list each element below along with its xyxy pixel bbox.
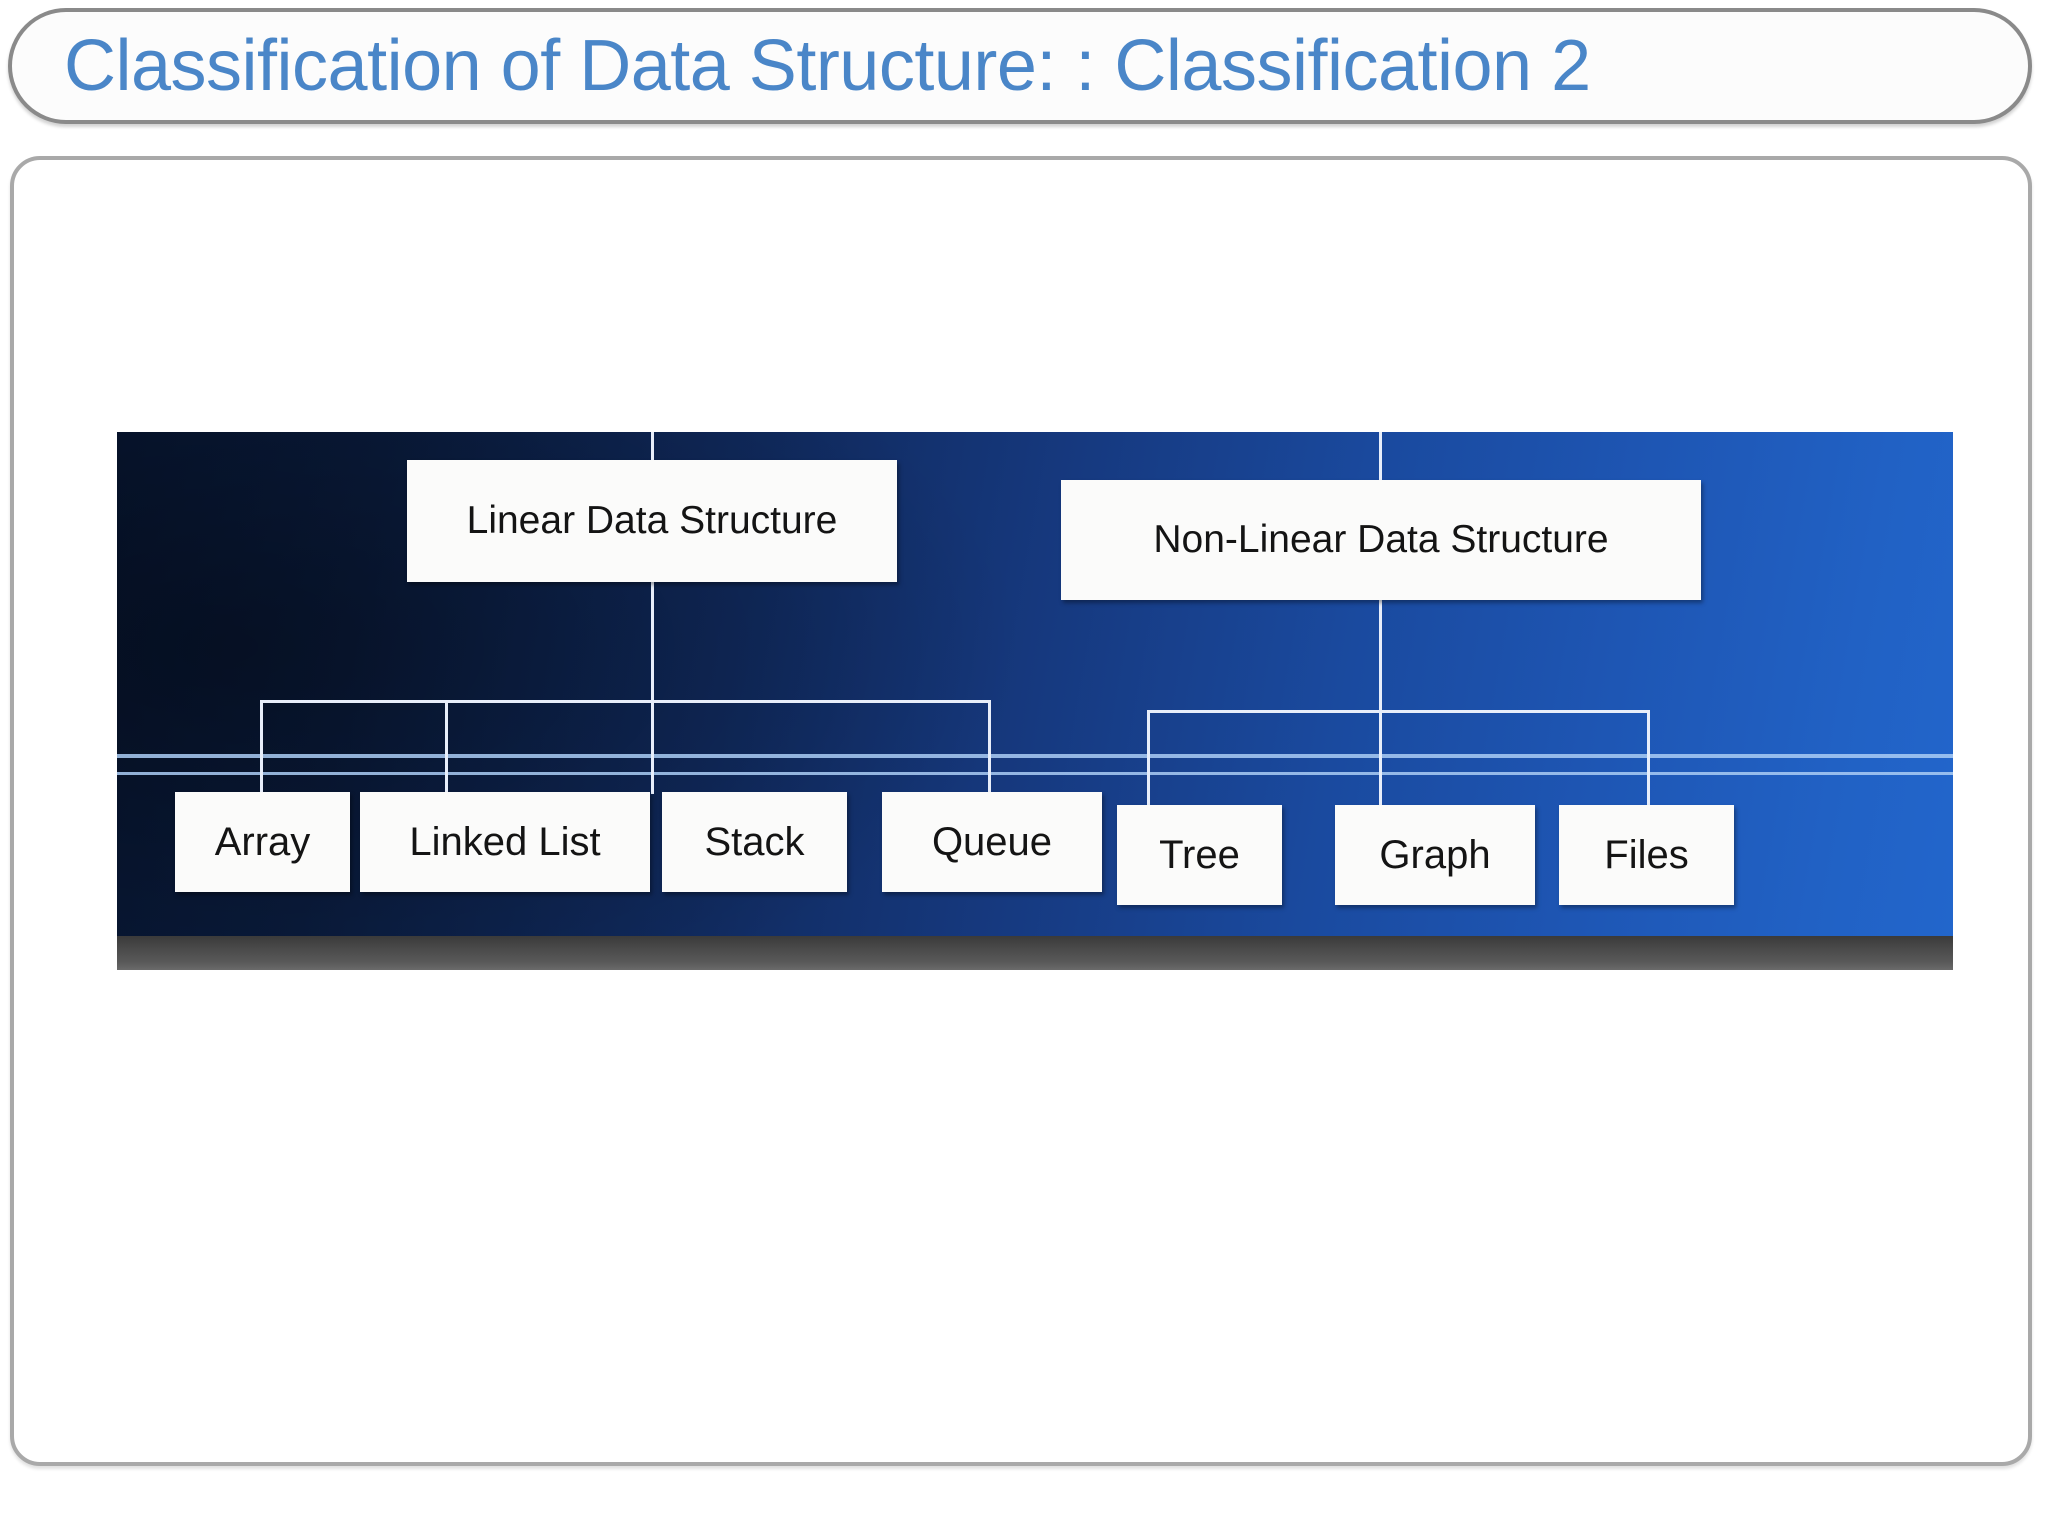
node-queue[interactable]: Queue bbox=[882, 792, 1102, 892]
node-label: Array bbox=[214, 819, 311, 864]
node-label: Graph bbox=[1379, 832, 1491, 877]
data-structure-classification-image: Linear Data Structure Non-Linear Data St… bbox=[117, 432, 1953, 970]
slide-content-frame: Linear Data Structure Non-Linear Data St… bbox=[10, 156, 2032, 1466]
node-graph[interactable]: Graph bbox=[1335, 805, 1535, 905]
node-label: Files bbox=[1604, 832, 1689, 877]
diagram-bottom-shelf bbox=[117, 936, 1953, 970]
node-array[interactable]: Array bbox=[175, 792, 350, 892]
node-non-linear-data-structure[interactable]: Non-Linear Data Structure bbox=[1061, 480, 1701, 600]
node-stack[interactable]: Stack bbox=[662, 792, 847, 892]
node-label: Queue bbox=[931, 819, 1053, 864]
node-label: Stack bbox=[704, 819, 805, 864]
node-files[interactable]: Files bbox=[1559, 805, 1734, 905]
node-linear-data-structure[interactable]: Linear Data Structure bbox=[407, 460, 897, 582]
node-label: Tree bbox=[1159, 832, 1240, 877]
node-label: Linked List bbox=[409, 819, 601, 864]
node-tree[interactable]: Tree bbox=[1117, 805, 1282, 905]
node-label: Non-Linear Data Structure bbox=[1153, 518, 1609, 561]
node-label: Linear Data Structure bbox=[466, 499, 838, 542]
slide-title-frame: Classification of Data Structure: : Clas… bbox=[8, 8, 2032, 124]
page-title: Classification of Data Structure: : Clas… bbox=[64, 26, 1591, 106]
node-linked-list[interactable]: Linked List bbox=[360, 792, 650, 892]
